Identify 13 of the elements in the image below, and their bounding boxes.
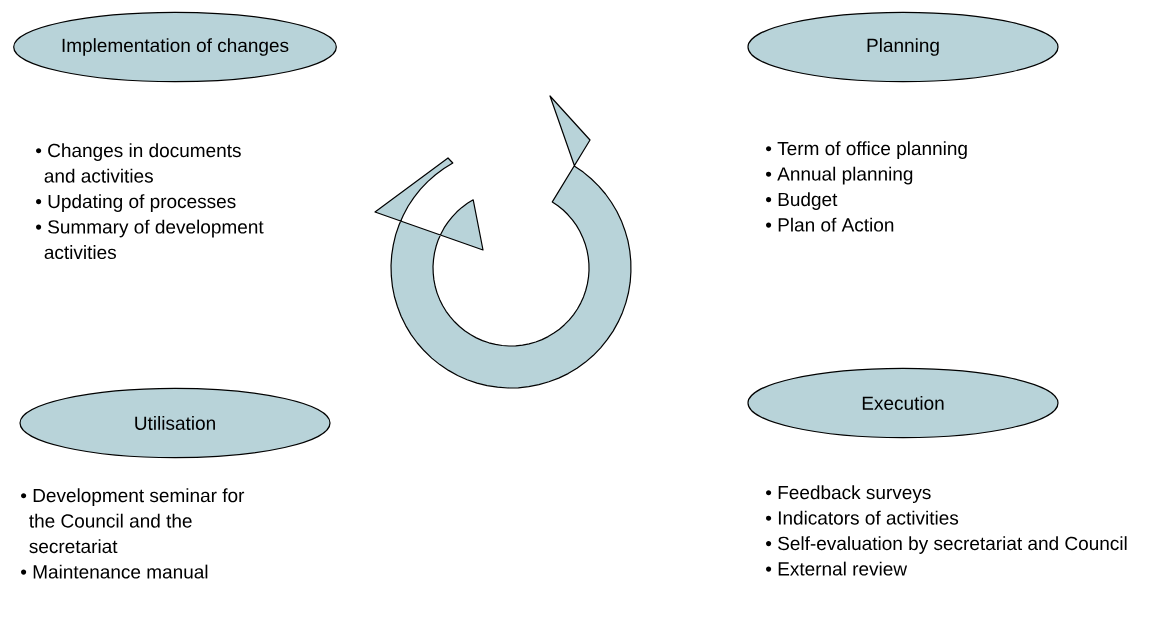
bullet-item: • Term of office planning xyxy=(766,141,967,159)
bullet-item: • Summary of development activities xyxy=(36,219,264,260)
bullet-item: • Indicators of activities xyxy=(766,510,959,525)
bullet-item: • Budget xyxy=(766,192,838,210)
bullet-item: • Development seminar for the Council and the secretariat xyxy=(21,488,245,554)
bullet-item: • Updating of processes xyxy=(36,194,236,212)
bullet-item: • Feedback surveys xyxy=(766,485,931,503)
bullet-item: • Maintenance manual xyxy=(21,564,208,579)
bullet-item: • Plan of Action xyxy=(766,217,894,232)
bullet-item: • Self-evaluation by secretariat and Council xyxy=(766,536,1127,554)
bullet-item: • Changes in documents and activities xyxy=(36,143,241,183)
bullet-item: • Annual planning xyxy=(766,166,913,185)
bullet-item: • External review xyxy=(766,561,908,576)
